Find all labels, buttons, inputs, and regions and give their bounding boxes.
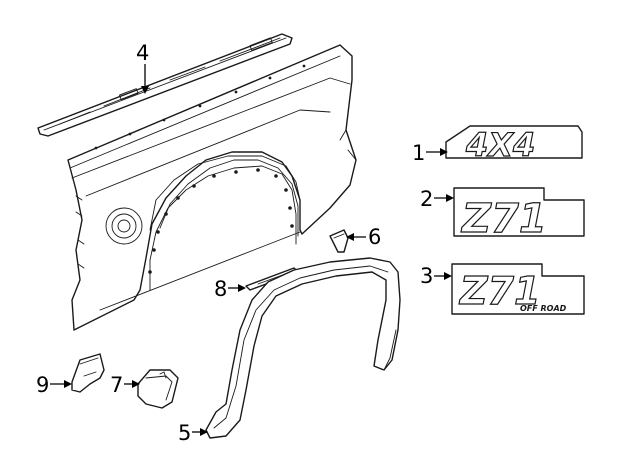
callout-2: 2 [420,187,454,211]
bed-side-panel [67,44,357,331]
callout-number-9: 9 [36,373,49,397]
callout-8: 8 [214,277,246,301]
callout-number-5: 5 [178,421,191,445]
callout-9: 9 [36,373,72,397]
callout-5: 5 [178,421,208,445]
off-road-text: OFF ROAD [520,304,567,313]
end-cap [137,369,179,409]
emblem-z71-text: Z71 [460,196,547,242]
callout-number-6: 6 [368,225,381,249]
emblem-z71-off-road: Z71 OFF ROAD [451,263,585,315]
callout-number-7: 7 [110,373,123,397]
retainer [329,229,349,253]
wheel-opening-molding [205,257,401,439]
callout-3: 3 [420,264,452,288]
callout-4: 4 [136,41,149,94]
callout-number-8: 8 [214,277,227,301]
callout-1: 1 [412,141,448,165]
emblem-4x4-text: 4X4 [465,126,535,164]
callout-number-4: 4 [136,41,149,65]
callout-7: 7 [110,373,140,397]
panel-holes [94,64,306,274]
callout-6: 6 [346,225,381,249]
bracket [71,353,105,393]
emblem-z71-off-road-text: Z71 [459,269,540,313]
fuel-door-opening [105,207,143,245]
callout-number-1: 1 [412,141,425,165]
callout-number-2: 2 [420,187,433,211]
emblem-4x4: 4X4 [445,125,583,165]
callout-number-3: 3 [420,264,433,288]
emblem-z71: Z71 [453,187,585,243]
bed-rail-cap [37,33,293,137]
